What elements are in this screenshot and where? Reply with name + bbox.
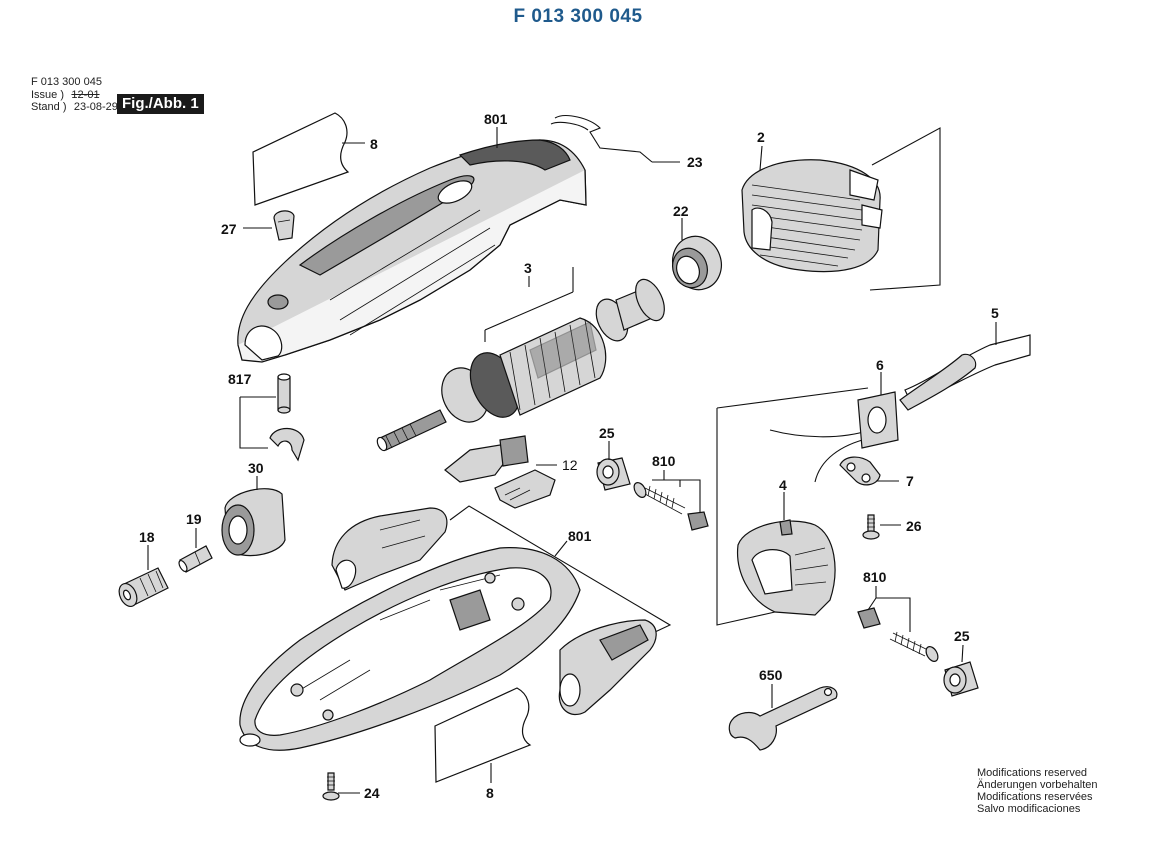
- wire-spring-part: [550, 115, 653, 163]
- callout-27: 27: [221, 221, 237, 237]
- carbon-brush-part: [633, 482, 709, 531]
- callout-817: 817: [228, 371, 252, 387]
- figure-label: Fig./Abb. 1: [117, 94, 204, 114]
- callout-3: 3: [524, 260, 532, 276]
- note-line: Änderungen vorbehalten: [977, 779, 1098, 791]
- callout-8-bottom: 8: [486, 785, 494, 801]
- clip-part: [273, 210, 295, 241]
- brace-icon: ): [60, 88, 65, 101]
- callout-801-top: 801: [484, 111, 508, 127]
- bottom-housing-part: [239, 547, 581, 751]
- cable-clamp-part: [839, 456, 881, 486]
- brush-holder-part: [444, 435, 556, 509]
- page-title: F 013 300 045: [513, 6, 643, 27]
- label-plate-part: [252, 112, 350, 206]
- power-cord-part: [769, 334, 1031, 483]
- wrench-part: [728, 686, 838, 751]
- switch-housing-part: [736, 519, 836, 616]
- callout-4: 4: [779, 477, 787, 493]
- meta-stand-label: Stand: [31, 101, 60, 113]
- carbon-brush-part: [857, 607, 939, 662]
- note-line: Modifications reservées: [977, 791, 1093, 803]
- housing-cover-part: [331, 507, 448, 591]
- meta-issue-row: Issue ) 12-01: [31, 89, 118, 102]
- callout-650: 650: [759, 667, 783, 683]
- meta-stand-value: 23-08-29: [73, 101, 118, 113]
- collet-part: [178, 545, 213, 573]
- callout-30: 30: [248, 460, 264, 476]
- brace-icon: ): [62, 101, 67, 113]
- armature-part: [376, 278, 665, 452]
- bushing-part: [943, 661, 979, 697]
- spring-clip-part: [269, 427, 305, 462]
- callout-12: 12: [562, 457, 578, 473]
- callout-18: 18: [139, 529, 155, 545]
- bushing-part: [596, 457, 631, 491]
- grip-cover-part: [558, 619, 657, 716]
- leader-lines: [147, 127, 997, 794]
- callout-19: 19: [186, 511, 202, 527]
- callout-5: 5: [991, 305, 999, 321]
- callout-2: 2: [757, 129, 765, 145]
- field-coil-part: [741, 159, 883, 273]
- modifications-notes: Modifications reserved Änderungen vorbeh…: [977, 767, 1097, 815]
- top-housing-part: [237, 139, 587, 363]
- callout-6: 6: [876, 357, 884, 373]
- callout-25-a: 25: [599, 425, 615, 441]
- callout-25-b: 25: [954, 628, 970, 644]
- bearing-part: [672, 235, 722, 291]
- nut-part: [118, 567, 169, 607]
- callout-801-bottom: 801: [568, 528, 592, 544]
- meta-issue-value: 12-01: [71, 88, 100, 101]
- screw-part: [322, 772, 340, 801]
- grommet-part: [857, 391, 899, 449]
- note-line: Modifications reserved: [977, 767, 1088, 779]
- label-plate-part: [434, 687, 532, 783]
- callout-24: 24: [364, 785, 380, 801]
- callout-7: 7: [906, 473, 914, 489]
- callout-26: 26: [906, 518, 922, 534]
- shaft-lock-part: [277, 373, 291, 414]
- note-line: Salvo modificaciones: [977, 803, 1081, 815]
- callout-labels: 8 801 23 2 27 22 3 5 817 6 12 25 810 30 …: [139, 111, 999, 801]
- callout-810-b: 810: [863, 569, 887, 585]
- callout-22: 22: [673, 203, 689, 219]
- callout-8-top: 8: [370, 136, 378, 152]
- callout-810-a: 810: [652, 453, 676, 469]
- collet-nut-part: [221, 488, 286, 557]
- meta-issue-label: Issue: [31, 88, 58, 101]
- meta-stand-row: Stand ) 23-08-29: [31, 101, 118, 114]
- screw-part: [862, 514, 880, 540]
- document-meta: F 013 300 045 Issue ) 12-01 Stand ) 23-0…: [31, 76, 118, 114]
- callout-23: 23: [687, 154, 703, 170]
- meta-code: F 013 300 045: [31, 76, 102, 88]
